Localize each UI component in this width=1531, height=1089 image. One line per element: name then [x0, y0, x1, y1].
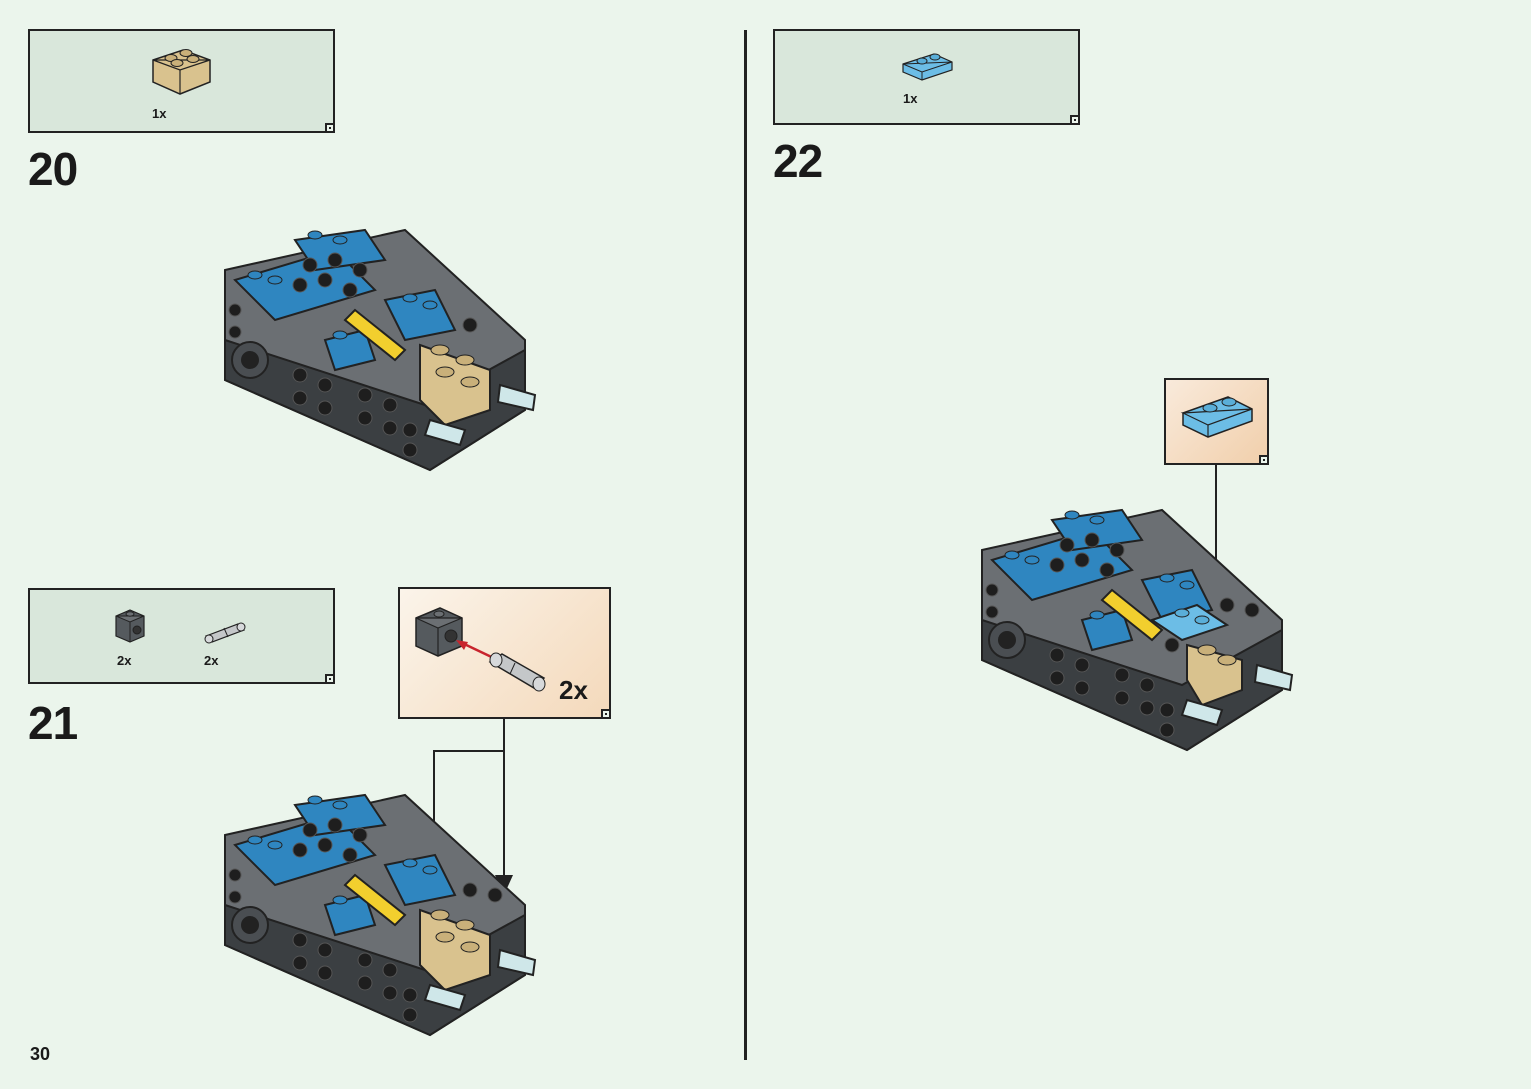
corner-marker-icon — [325, 123, 335, 133]
light-blue-plate-1x2-icon — [902, 53, 953, 81]
model-step-20-illustration — [224, 228, 537, 472]
tan-brick-2x2-icon — [152, 49, 211, 95]
dark-gray-technic-brick-icon — [115, 609, 145, 643]
step-number-21: 21 — [28, 697, 78, 749]
light-gray-technic-pin-icon — [204, 622, 246, 644]
callout-step-21 — [398, 587, 611, 719]
model-step-21-illustration — [224, 793, 537, 1037]
corner-marker-icon — [1070, 115, 1080, 125]
model-base — [224, 228, 537, 472]
corner-marker-icon — [601, 709, 611, 719]
corner-marker-icon — [325, 674, 335, 684]
part-qty: 2x — [117, 653, 132, 668]
part-qty: 1x — [152, 106, 167, 121]
model-step-22-illustration — [981, 508, 1294, 752]
page-divider — [744, 30, 747, 1060]
callout-assembly-illustration — [415, 607, 546, 692]
parts-list-step-21 — [28, 588, 335, 684]
step-number-20: 20 — [28, 143, 78, 195]
part-qty: 2x — [204, 653, 219, 668]
callout-light-blue-plate-icon — [1180, 396, 1253, 438]
step-number-22: 22 — [773, 135, 823, 187]
callout-qty: 2x — [559, 675, 588, 705]
part-qty: 1x — [903, 91, 918, 106]
page-number: 30 — [30, 1044, 51, 1064]
corner-marker-icon — [1259, 455, 1269, 465]
